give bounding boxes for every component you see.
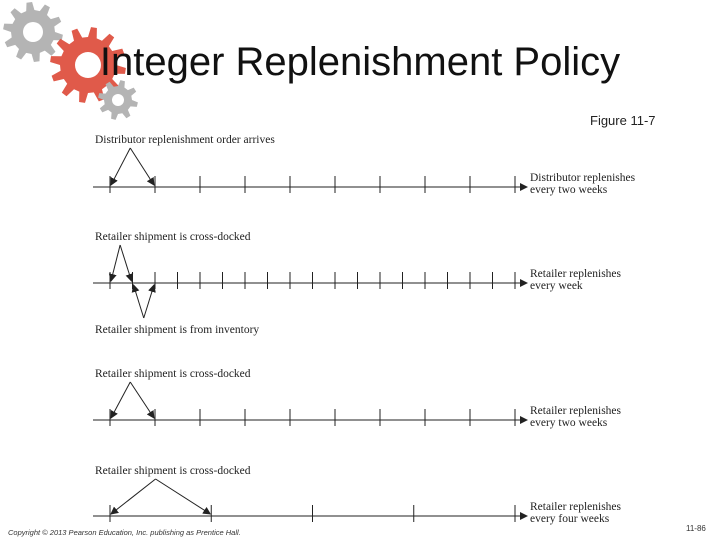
timeline-2: Retailer shipment is cross-dockedRetaile… [93, 231, 622, 336]
cross-dock-arrow-left [108, 244, 121, 282]
timeline-right-label: every week [530, 280, 583, 292]
cross-dock-arrow-right [155, 478, 212, 515]
cross-dock-arrow-left [110, 478, 156, 515]
timeline-1: Distributor replenishment order arrivesD… [93, 134, 636, 196]
timeline-right-label: every two weeks [530, 184, 608, 196]
timeline-3: Retailer shipment is cross-dockedRetaile… [93, 368, 622, 429]
cross-dock-arrow-left [110, 147, 131, 186]
inventory-arrow-left [131, 284, 145, 319]
cross-dock-arrow-right [129, 381, 155, 419]
copyright-footer: Copyright © 2013 Pearson Education, Inc.… [8, 528, 241, 537]
cross-dock-arrow-right [119, 244, 134, 282]
timeline-right-label: Distributor replenishes [530, 172, 636, 184]
page-number: 11-86 [686, 524, 706, 533]
cross-dock-arrow-right [129, 147, 155, 186]
gray-gear-icon [3, 2, 63, 62]
small-gray-gear-icon [98, 80, 138, 120]
timeline-top-label: Retailer shipment is cross-docked [95, 465, 251, 477]
timeline-4: Retailer shipment is cross-dockedRetaile… [93, 465, 622, 525]
timeline-top-label: Retailer shipment is cross-docked [95, 231, 251, 243]
figure-label: Figure 11-7 [590, 113, 656, 128]
timeline-right-label: every two weeks [530, 417, 608, 429]
inventory-arrow-right [143, 284, 156, 319]
gears-logo [3, 2, 138, 120]
timeline-top-label: Retailer shipment is cross-docked [95, 368, 251, 380]
cross-dock-arrow-left [110, 381, 131, 419]
timeline-right-label: Retailer replenishes [530, 268, 622, 280]
timeline-bottom-label: Retailer shipment is from inventory [95, 324, 259, 336]
timeline-top-label: Distributor replenishment order arrives [95, 134, 275, 146]
timeline-right-label: Retailer replenishes [530, 501, 622, 513]
timeline-right-label: every four weeks [530, 513, 610, 525]
page-title: Integer Replenishment Policy [99, 40, 621, 84]
timeline-right-label: Retailer replenishes [530, 405, 622, 417]
